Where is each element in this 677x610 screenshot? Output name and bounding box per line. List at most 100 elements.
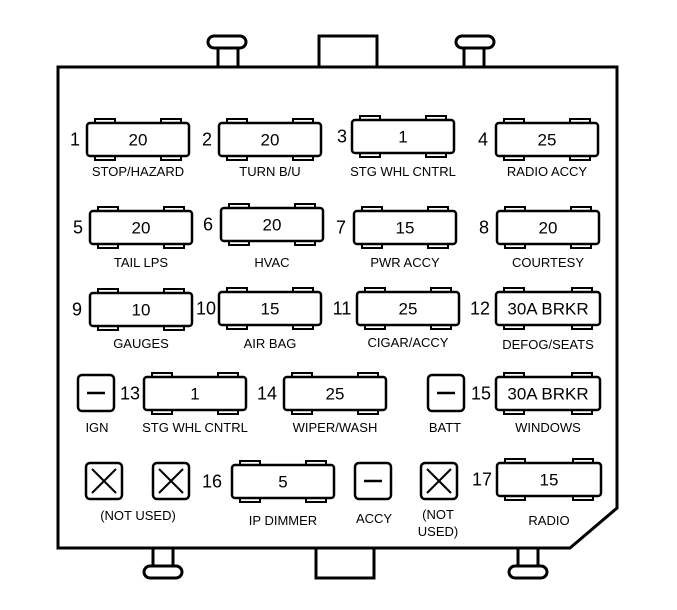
fuse-circuit-label: DEFOG/SEATS <box>502 337 594 352</box>
fuse-rating: 20 <box>539 219 558 238</box>
fuse-circuit-label: WIPER/WASH <box>293 420 378 435</box>
fuse-body <box>494 121 600 158</box>
fuse-rating: 5 <box>278 473 287 492</box>
fuse-rating: 15 <box>261 300 280 319</box>
fuse-rating: 1 <box>398 128 407 147</box>
fuse-circuit-label: STG WHL CNTRL <box>142 420 248 435</box>
fuse-16: 16 5 IP DIMMER <box>202 460 336 528</box>
fuse-rating: 25 <box>326 385 345 404</box>
fuse-circuit-label: GAUGES <box>113 336 169 351</box>
fuse-rating: 30A BRKR <box>507 300 588 319</box>
fuse-number: 16 <box>202 472 222 492</box>
unused-slot-1: (NOT USED) <box>84 461 191 523</box>
fuse-number: 5 <box>73 218 83 238</box>
fuse-number: 4 <box>478 130 488 150</box>
relay-label: ACCY <box>356 511 392 526</box>
fuse-circuit-label: PWR ACCY <box>370 255 440 270</box>
fuse-rating: 15 <box>540 471 559 490</box>
panel-outline <box>56 34 619 580</box>
fuse-circuit-label: CIGAR/ACCY <box>368 335 449 350</box>
fuse-body <box>217 121 323 158</box>
x-mark <box>426 468 452 494</box>
relay-accy: ACCY <box>353 461 392 526</box>
fuse-rating: 20 <box>129 131 148 150</box>
fuse-rating: 20 <box>132 219 151 238</box>
fuse-number: 13 <box>120 384 140 404</box>
fuse-rating: 1 <box>190 385 199 404</box>
fuse-number: 2 <box>202 130 212 150</box>
fuse-body <box>350 118 456 155</box>
fuse-circuit-label: WINDOWS <box>515 420 581 435</box>
relay-ign: IGN <box>76 373 116 435</box>
fuse-rating: 10 <box>132 301 151 320</box>
fuse-body <box>85 121 191 158</box>
fuse-circuit-label: COURTESY <box>512 255 584 270</box>
fuse-body <box>217 290 323 327</box>
fuse-rating: 20 <box>261 131 280 150</box>
fuse-circuit-label: TURN B/U <box>239 164 300 179</box>
unused-label: (NOT USED) <box>100 508 176 523</box>
fuse-circuit-label: RADIO ACCY <box>507 164 588 179</box>
fuse-body <box>142 375 248 412</box>
fuse-12: 12 30A BRKR DEFOG/SEATS <box>470 287 602 352</box>
fuse-number: 6 <box>203 215 213 235</box>
fuse-circuit-label: HVAC <box>254 255 289 270</box>
fuse-rating: 30A BRKR <box>507 385 588 404</box>
fuse-body <box>219 206 325 243</box>
fuse-body <box>494 290 602 327</box>
fuse-body <box>495 461 603 498</box>
fuse-body <box>230 463 336 500</box>
fuse-number: 10 <box>196 299 216 319</box>
fuse-number: 14 <box>257 384 277 404</box>
fuse-rating: 20 <box>263 216 282 235</box>
fuse-rating: 25 <box>399 300 418 319</box>
fuse-15: 15 30A BRKR WINDOWS <box>471 372 602 435</box>
relay-label: BATT <box>429 420 461 435</box>
fuse-body <box>88 291 194 328</box>
fuse-circuit-label: RADIO <box>528 513 569 528</box>
fuse-circuit-label: STOP/HAZARD <box>92 164 184 179</box>
fuse-body <box>494 375 602 412</box>
fuse-body <box>495 209 601 246</box>
fuse-body <box>282 375 388 412</box>
fuse-number: 7 <box>336 218 346 238</box>
fuse-rating: 15 <box>396 219 415 238</box>
fuse-number: 3 <box>337 127 347 147</box>
fuse-circuit-label: AIR BAG <box>244 336 297 351</box>
fuse-number: 1 <box>70 130 80 150</box>
fuse-number: 11 <box>333 299 352 319</box>
x-mark <box>158 468 184 494</box>
fuse-body <box>355 290 461 327</box>
relay-label: IGN <box>85 420 108 435</box>
fuse-number: 15 <box>471 384 491 404</box>
x-mark <box>91 468 117 494</box>
fuse-number: 17 <box>472 470 492 490</box>
fuse-circuit-label: IP DIMMER <box>249 513 317 528</box>
fuse-number: 9 <box>72 300 82 320</box>
fuse-body <box>88 209 194 246</box>
fuse-number: 8 <box>479 218 489 238</box>
fuse-rating: 25 <box>538 131 557 150</box>
fuse-number: 12 <box>470 299 490 319</box>
fuse-circuit-label: STG WHL CNTRL <box>350 164 456 179</box>
fuse-circuit-label: TAIL LPS <box>114 255 169 270</box>
fuse-body <box>352 209 458 246</box>
